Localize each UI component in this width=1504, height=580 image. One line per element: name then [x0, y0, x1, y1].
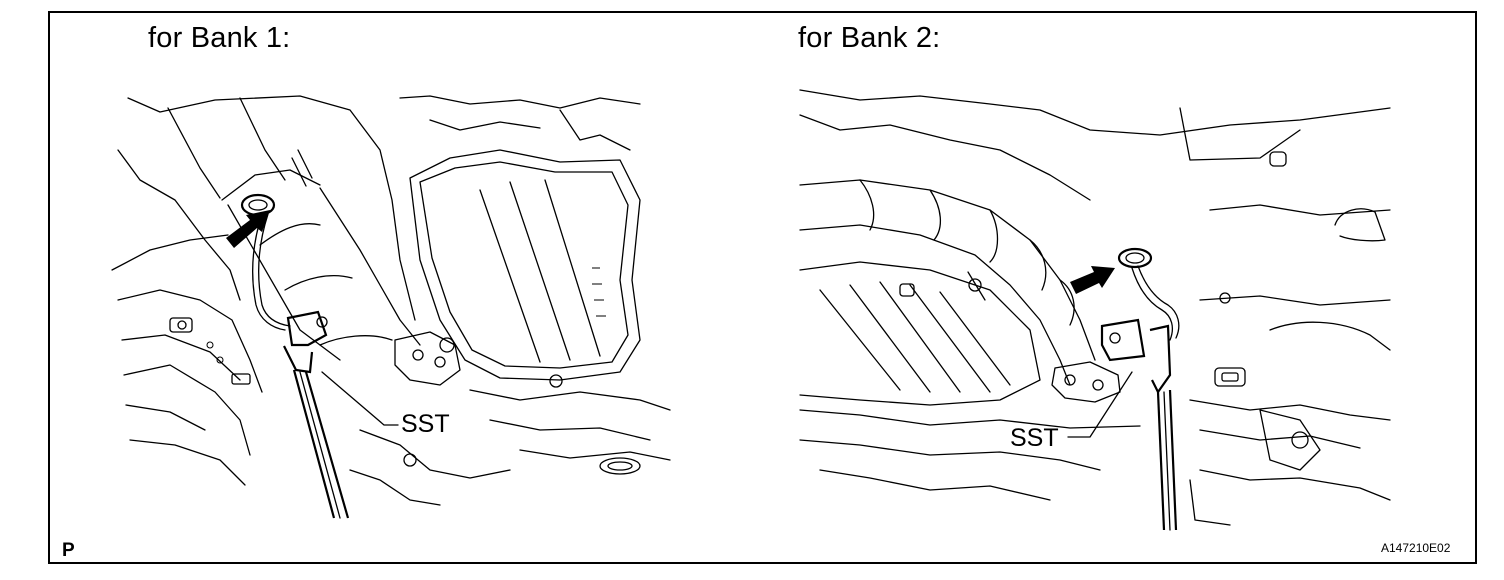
- figure-frame: [48, 11, 1477, 564]
- bank1-heading: for Bank 1:: [148, 22, 291, 54]
- bank1-sst-label: SST: [401, 410, 450, 438]
- figure-id: A147210E02: [1381, 541, 1451, 555]
- bank2-heading: for Bank 2:: [798, 22, 941, 54]
- bank2-illustration: [799, 89, 1391, 531]
- bank1-illustration: [111, 95, 671, 519]
- corner-mark: P: [62, 540, 75, 561]
- bank2-sst-label: SST: [1010, 424, 1059, 452]
